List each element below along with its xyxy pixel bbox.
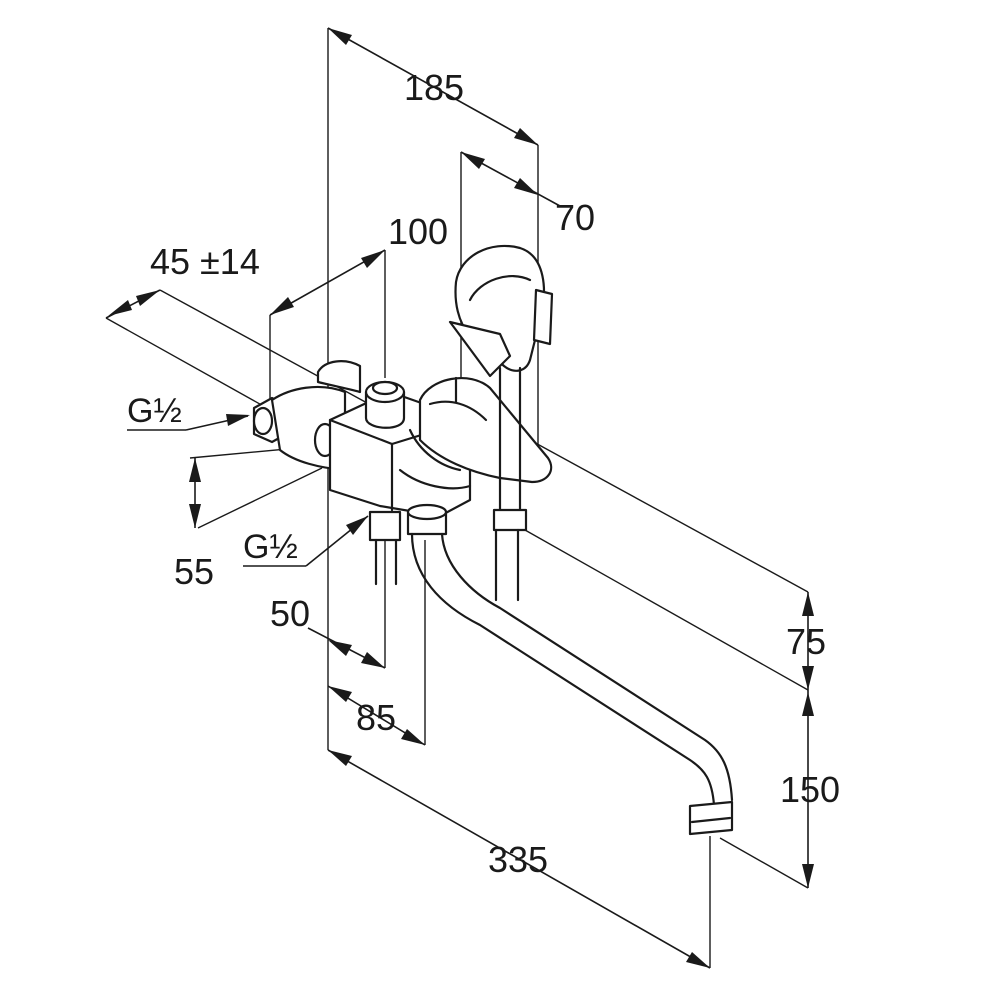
- dim-45-label: 45 ±14: [150, 241, 260, 282]
- dim-55-label: 55: [174, 551, 214, 592]
- thread-top-label: G½: [127, 392, 182, 430]
- dim-70-label: 70: [555, 197, 595, 238]
- dimension-lines: [105, 27, 814, 969]
- faucet-body: [252, 360, 734, 836]
- dim-150-label: 150: [780, 769, 840, 810]
- dim-85-label: 85: [356, 697, 396, 738]
- dim-75-label: 75: [786, 621, 826, 662]
- dim-50-label: 50: [270, 593, 310, 634]
- dimension-labels: 185 70 100 45 ±14 G½ G½ 55 50 85 335 75 …: [127, 67, 840, 880]
- dim-335-label: 335: [488, 839, 548, 880]
- dim-185-label: 185: [404, 67, 464, 108]
- dim-100-label: 100: [388, 211, 448, 252]
- thread-bottom-label: G½: [243, 528, 298, 566]
- hand-shower: [448, 244, 554, 602]
- extension-lines: [105, 28, 809, 968]
